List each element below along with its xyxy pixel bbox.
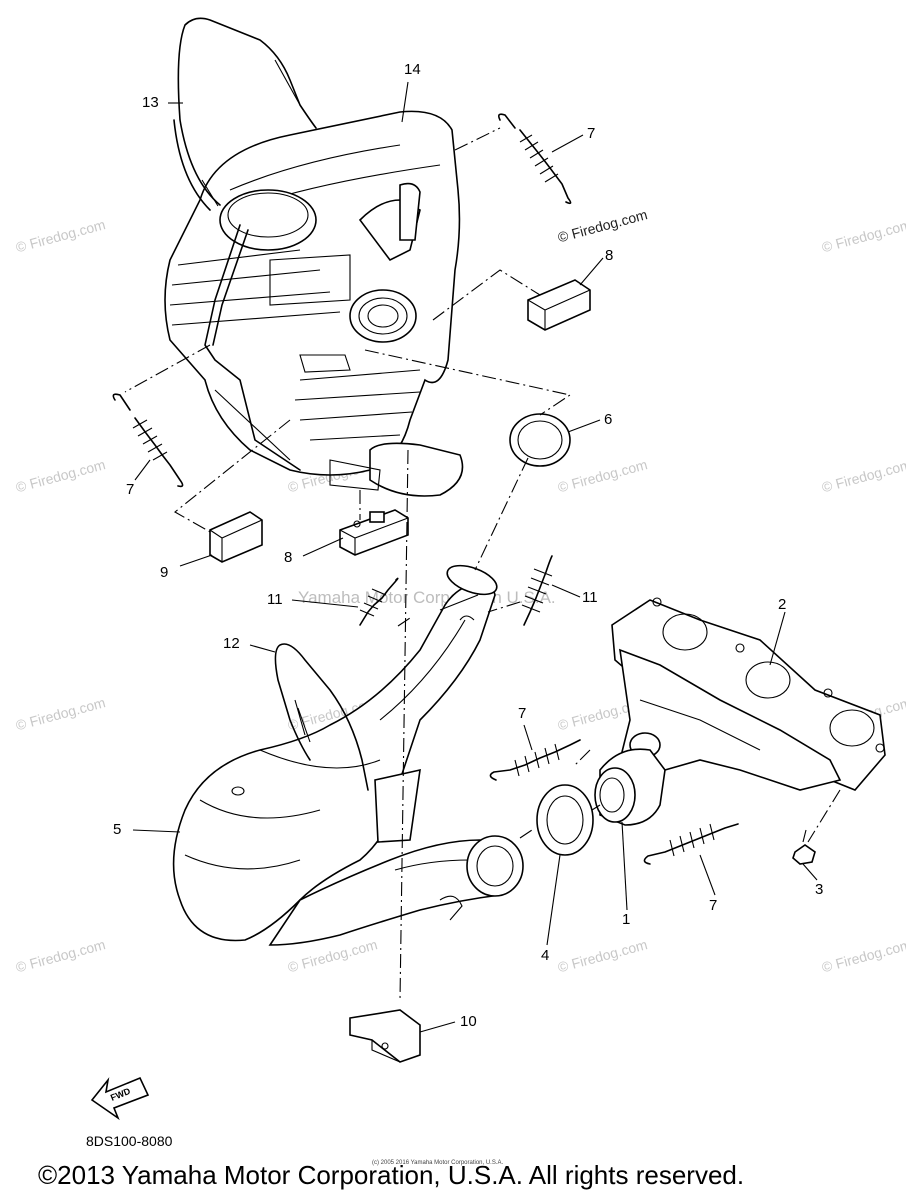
alignment-lines xyxy=(124,127,841,1001)
callout-7: 7 xyxy=(518,705,527,722)
callout-4: 4 xyxy=(541,947,550,964)
callout-12: 12 xyxy=(223,635,240,652)
callout-1: 1 xyxy=(622,911,631,928)
callout-14: 14 xyxy=(404,61,421,78)
muffler-box xyxy=(164,110,464,497)
dampers xyxy=(209,279,591,563)
leader-lines xyxy=(132,81,818,1033)
tiny-copyright: (c) 2005 2016 Yamaha Motor Corporation, … xyxy=(372,1160,504,1166)
callout-9: 9 xyxy=(160,564,169,581)
fwd-arrow: FWD xyxy=(90,1076,150,1121)
exhaust-manifold xyxy=(611,597,886,865)
hanger-wire xyxy=(274,643,369,791)
springs xyxy=(112,113,739,865)
callout-8: 8 xyxy=(605,247,614,264)
part-code: 8DS100-8080 xyxy=(86,1133,173,1149)
callout-3: 3 xyxy=(815,881,824,898)
callout-6: 6 xyxy=(604,411,613,428)
hanger-rod xyxy=(173,17,317,211)
copyright-notice: ©2013 Yamaha Motor Corporation, U.S.A. A… xyxy=(38,1160,745,1190)
joints xyxy=(536,748,666,856)
callout-13: 13 xyxy=(142,94,159,111)
callout-10: 10 xyxy=(460,1013,477,1030)
callout-11: 11 xyxy=(267,591,283,608)
callout-11: 11 xyxy=(582,589,598,606)
callout-7: 7 xyxy=(709,897,718,914)
callout-7: 7 xyxy=(126,481,135,498)
callout-5: 5 xyxy=(113,821,122,838)
callout-2: 2 xyxy=(778,596,787,613)
callout-7: 7 xyxy=(587,125,596,142)
expansion-chamber xyxy=(172,564,524,946)
bottom-bracket xyxy=(349,1009,421,1063)
callout-8: 8 xyxy=(284,549,293,566)
gasket-ring xyxy=(509,413,571,467)
